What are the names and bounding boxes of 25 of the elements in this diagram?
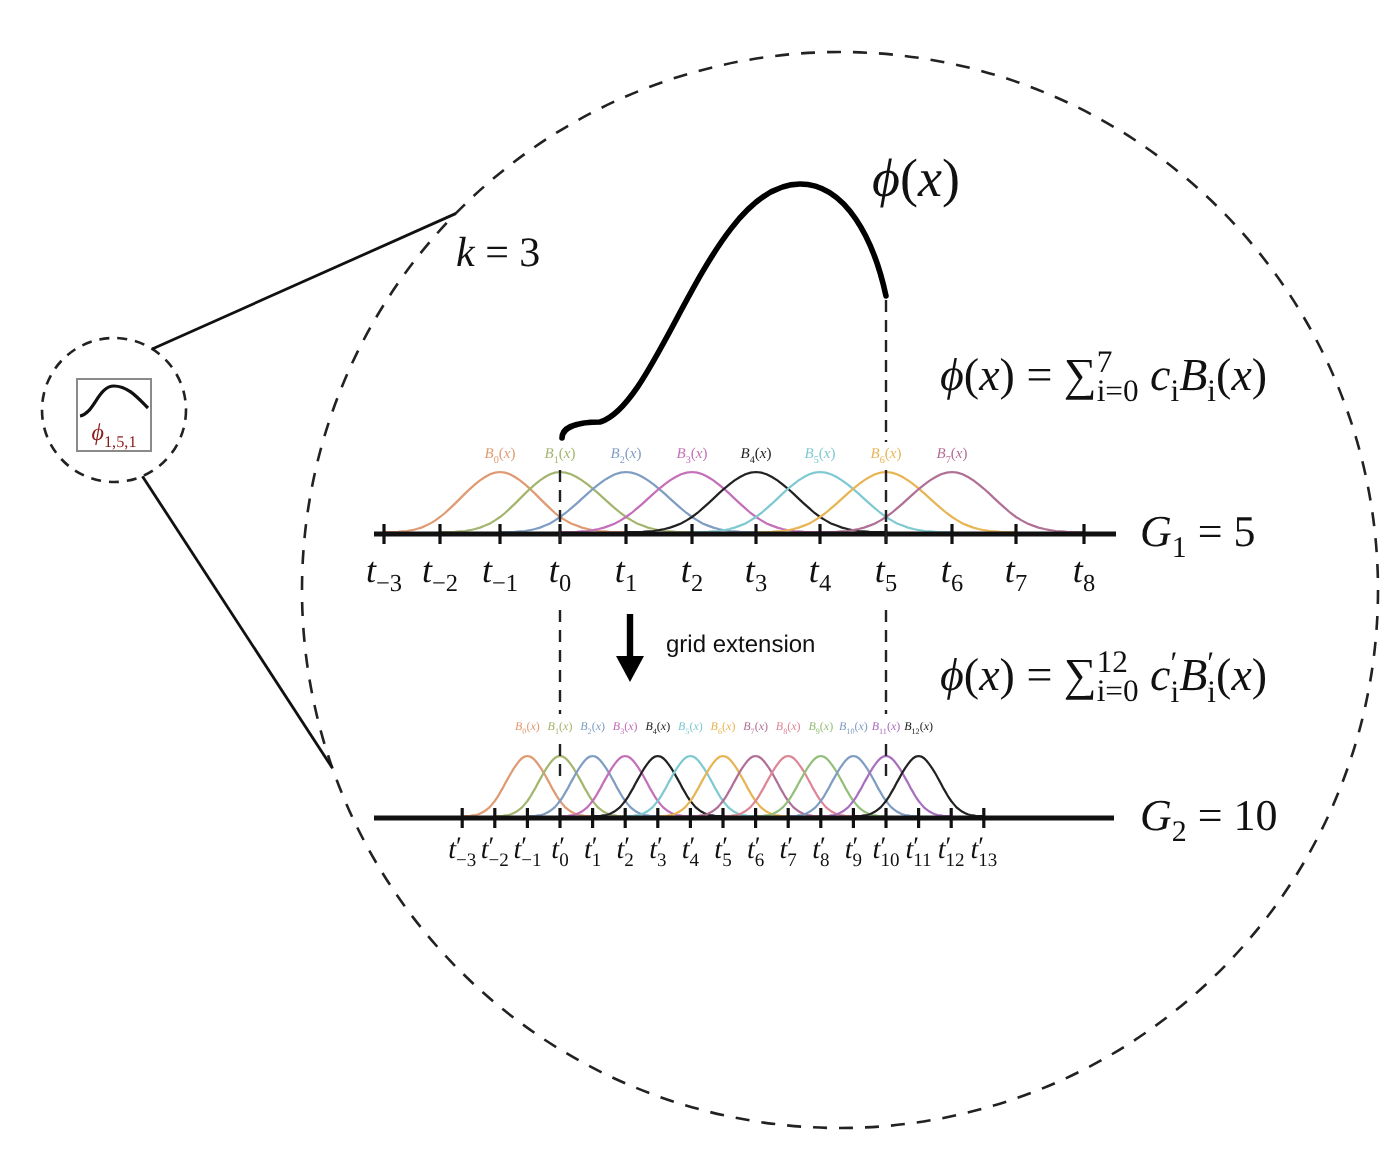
plot-box — [76, 377, 152, 451]
tick-label: t$_{4}$ — [808, 550, 832, 592]
formula: ϕ(x) = ∑$_{i=0}$$^{12}$ c$^{′}$$_{i}$B$^{′}$$_{i}$(x) — [940, 650, 1268, 703]
arrow-label: grid extension — [666, 632, 816, 660]
tick-label: t$_{7}$ — [1004, 550, 1028, 592]
grid-size-label: G$_{2}$ = 10 — [1140, 790, 1278, 841]
formula: ϕ(x) = ∑$_{i=0}$$^{7}$ c$_{i}$B$_{i}$(x) — [940, 350, 1268, 403]
zoom-line — [141, 475, 334, 769]
tick-label: t$_{1}$ — [614, 550, 638, 592]
zoom-line — [151, 212, 457, 351]
function-label: ϕ$_{1,5,1}$ — [91, 419, 137, 446]
tick-label: t$_{−1}$ — [481, 550, 519, 592]
zoom-circle — [300, 50, 1380, 1130]
function-label: ϕ(x) — [872, 148, 960, 211]
tick-label: t$_{0}$ — [548, 550, 572, 592]
tick-label: t$_{5}$ — [874, 550, 898, 592]
tick-label: t$_{−2}$ — [421, 550, 459, 592]
grid-size-label: G$_{1}$ = 5 — [1140, 506, 1256, 557]
parameter-label: k = 3 — [456, 228, 541, 277]
tick-label: t$_{3}$ — [744, 550, 768, 592]
tick-label: t$_{8}$ — [1072, 550, 1096, 592]
tick-label: t$_{6}$ — [940, 550, 964, 592]
zoom-circle — [40, 336, 188, 484]
tick-label: t$_{−3}$ — [365, 550, 403, 592]
tick-label: t$_{2}$ — [680, 550, 704, 592]
